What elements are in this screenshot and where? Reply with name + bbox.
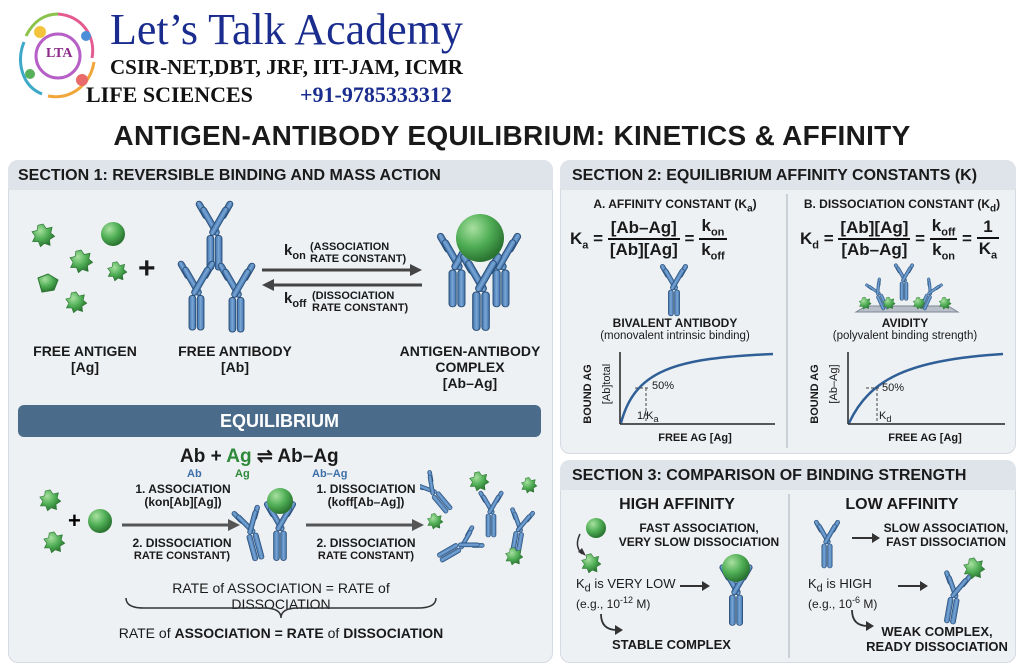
equilibrium-equation: Ab + Ag ⇌ Ab–Ag [180, 446, 339, 467]
subject-label: LIFE SCIENCES [86, 82, 253, 107]
eq-ab-sub: Ab [187, 468, 202, 480]
low-result-arrow [851, 609, 874, 631]
section2-divider [786, 194, 788, 448]
free-antigen-label: FREE ANTIGEN [Ag] [33, 343, 137, 376]
b-ylabel-complex: [Ab–Ag] [828, 364, 840, 404]
eq-complex-sub: Ab–Ag [312, 468, 348, 480]
low-affinity-antibody-icon [813, 519, 841, 569]
affinity-saturation-curve [619, 352, 775, 425]
dissociated-mix [420, 470, 538, 571]
bivalent-antibody-icon [659, 263, 689, 317]
academy-logo: LTA [12, 6, 104, 106]
avidity-caption: AVIDITY (polyvalent binding strength) [832, 316, 978, 342]
a-50-mark: 50% [652, 380, 675, 392]
phone-number: +91-9785333312 [300, 82, 452, 107]
section3-header-bar [560, 460, 1016, 490]
equilibrium-arrows [262, 264, 422, 291]
avidity-surface-icon [854, 262, 960, 314]
brand-name: Let’s Talk Academy [110, 5, 463, 54]
section2-header-bar [560, 160, 1016, 190]
free-antibody-label: FREE ANTIBODY [Ab] [178, 343, 292, 376]
stable-complex-label: STABLE COMPLEX [612, 637, 731, 652]
weak-complex-label: WEAK COMPLEX, READY DISSOCIATION [866, 624, 1008, 654]
antigen-antibody-complex [435, 214, 523, 331]
high-kd-text: Kd is VERY LOW (e.g., 10-12 M) [576, 576, 676, 611]
low-slow-arrow [852, 533, 880, 543]
section1-title: SECTION 1: REVERSIBLE BINDING AND MASS A… [18, 167, 441, 184]
a-ylabel: BOUND AG [582, 364, 594, 424]
free-antibody-cluster [176, 199, 257, 333]
eq-ag-sub: Ag [235, 468, 250, 480]
a-xtick: 1/Ka [637, 410, 659, 425]
high-affinity-heading: HIGH AFFINITY [619, 496, 735, 513]
b-xtick: Kd [879, 410, 892, 425]
dissoc-step-right: 2. DISSOCIATION RATE CONSTANT) [316, 536, 416, 563]
free-antigen-cluster [31, 222, 128, 314]
weak-complex-icon [934, 557, 986, 626]
dissociation-saturation-curve [847, 352, 1005, 425]
plus-sign: + [138, 252, 156, 285]
koff-label: koff (DISSOCIATION RATE CONSTANT) [284, 290, 409, 315]
stable-complex-icon [718, 554, 754, 626]
high-to-complex-arrow [680, 581, 710, 591]
b-ylabel: BOUND AG [809, 364, 821, 424]
b-50-mark: 50% [882, 382, 905, 394]
b-xlabel: FREE AG [Ag] [888, 432, 962, 444]
page-title: ANTIGEN-ANTIBODY EQUILIBRIUM: KINETICS &… [113, 120, 911, 151]
rate-equality-bold: RATE of ASSOCIATION = RATE of DISSOCIATI… [118, 625, 444, 641]
dissoc-arrow [306, 519, 424, 531]
dissociation-constant-title: B. DISSOCIATION CONSTANT (Kd) [803, 197, 1001, 215]
low-affinity-heading: LOW AFFINITY [845, 496, 959, 513]
affinity-constant-title: A. AFFINITY CONSTANT (Ka) [593, 197, 757, 215]
bound-complex-mid [230, 488, 298, 565]
assoc-step: 1. ASSOCIATION (kon[Ab][Ag]) [135, 482, 231, 510]
assoc-arrow [122, 519, 240, 531]
kon-label: kon (ASSOCIATION RATE CONSTANT) [284, 241, 407, 266]
section1-header-bar [8, 160, 553, 190]
high-affinity-binding-icon [576, 518, 606, 574]
low-to-complex-arrow [898, 581, 928, 591]
dissoc-step-left: 2. DISSOCIATION RATE CONSTANT) [132, 536, 232, 563]
high-affinity-desc: FAST ASSOCIATION, VERY SLOW DISSOCIATION [618, 521, 780, 549]
exam-list: CSIR-NET,DBT, JRF, IIT-JAM, ICMR [110, 55, 463, 79]
complex-label: ANTIGEN-ANTIBODY COMPLEX [Ab–Ag] [399, 343, 541, 392]
section3-title: SECTION 3: COMPARISON OF BINDING STRENGT… [572, 467, 967, 484]
a-ylabel-total: [Ab]total [601, 363, 613, 405]
lower-plus: + [68, 508, 81, 533]
section3-divider [788, 494, 790, 658]
a-xlabel: FREE AG [Ag] [658, 432, 732, 444]
bivalent-caption: BIVALENT ANTIBODY (monovalent intrinsic … [600, 316, 750, 342]
logo-text: LTA [46, 46, 73, 61]
low-affinity-desc: SLOW ASSOCIATION, FAST DISSOCIATION [883, 521, 1009, 549]
high-result-arrow [600, 613, 623, 635]
equilibrium-banner: EQUILIBRIUM [18, 405, 541, 437]
brace [125, 597, 437, 619]
lower-antigens: + [39, 489, 112, 554]
section2-title: SECTION 2: EQUILIBRIUM AFFINITY CONSTANT… [572, 167, 978, 184]
low-kd-text: Kd is HIGH (e.g., 10-6 M) [808, 576, 878, 611]
dissoc-step: 1. DISSOCIATION (koff[Ab–Ag]) [316, 482, 416, 510]
